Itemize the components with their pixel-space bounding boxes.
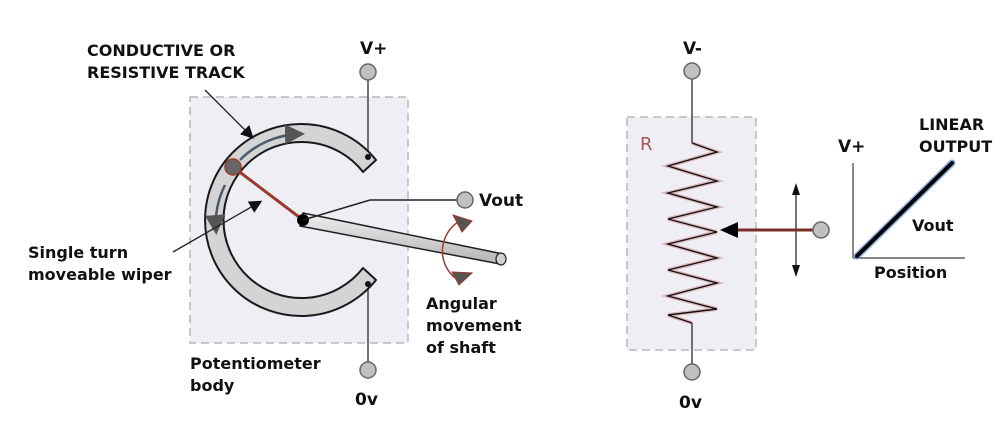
wiper-contact[interactable] bbox=[224, 158, 242, 176]
schematic-wiper-terminal[interactable] bbox=[812, 221, 830, 239]
body-label-line1: Potentiometer bbox=[190, 354, 321, 373]
resistive-track bbox=[204, 123, 377, 317]
track-direction-arrow-top bbox=[239, 124, 305, 161]
travel-down-arrow-icon bbox=[792, 265, 800, 277]
resistor-label: R bbox=[640, 134, 653, 155]
angular-movement-arc bbox=[441, 221, 459, 279]
shaft-label-line1: Angular bbox=[426, 294, 497, 313]
wiper-label-line2: moveable wiper bbox=[28, 265, 172, 284]
schematic-top-terminal[interactable] bbox=[683, 62, 701, 80]
graph-title-line1: LINEAR bbox=[919, 115, 984, 134]
track-label-line1: CONDUCTIVE OR bbox=[87, 41, 235, 60]
track-label-line2: RESISTIVE TRACK bbox=[87, 63, 245, 82]
wiper-pointer-arrow bbox=[172, 200, 263, 253]
output-terminal-label: Vout bbox=[479, 191, 523, 211]
angular-arrow-down-icon bbox=[451, 271, 474, 286]
shaft-label-line2: movement bbox=[426, 316, 522, 335]
schematic-bottom-label: 0v bbox=[679, 393, 702, 413]
wiper-arm bbox=[232, 165, 304, 222]
bottom-terminal[interactable] bbox=[359, 361, 377, 379]
track-pointer-arrow bbox=[204, 89, 254, 139]
schematic-bottom-terminal[interactable] bbox=[683, 363, 701, 381]
graph-line bbox=[855, 161, 954, 258]
body-label-line2: body bbox=[190, 376, 235, 395]
bottom-terminal-label: 0v bbox=[355, 390, 378, 410]
rotary-potentiometer: CONDUCTIVE OR RESISTIVE TRACK V+ Vout Si… bbox=[28, 39, 523, 410]
track-end-bottom-dot bbox=[365, 281, 371, 287]
schematic-wiper-arrowhead-icon bbox=[720, 222, 738, 238]
shaft-label-line3: of shaft bbox=[426, 338, 496, 357]
top-terminal[interactable] bbox=[359, 63, 377, 81]
graph-y-label: V+ bbox=[838, 137, 865, 157]
wiper-label-line1: Single turn bbox=[28, 243, 128, 262]
schematic-top-label: V- bbox=[683, 39, 702, 59]
travel-up-arrow-icon bbox=[792, 183, 800, 195]
top-terminal-label: V+ bbox=[360, 39, 387, 59]
graph-line-label: Vout bbox=[912, 216, 954, 235]
angular-arrow-up-icon bbox=[451, 214, 473, 233]
graph-title-line2: OUTPUT bbox=[919, 137, 992, 156]
output-lead-wire bbox=[302, 199, 458, 221]
track-end-top-dot bbox=[365, 154, 371, 160]
linear-output-graph: V+ LINEAR OUTPUT Vout Position bbox=[838, 115, 992, 282]
graph-x-label: Position bbox=[874, 263, 947, 282]
output-terminal[interactable] bbox=[456, 191, 474, 209]
resistor-zigzag-core bbox=[665, 142, 720, 324]
schematic-potentiometer: R V- 0v bbox=[626, 39, 830, 413]
